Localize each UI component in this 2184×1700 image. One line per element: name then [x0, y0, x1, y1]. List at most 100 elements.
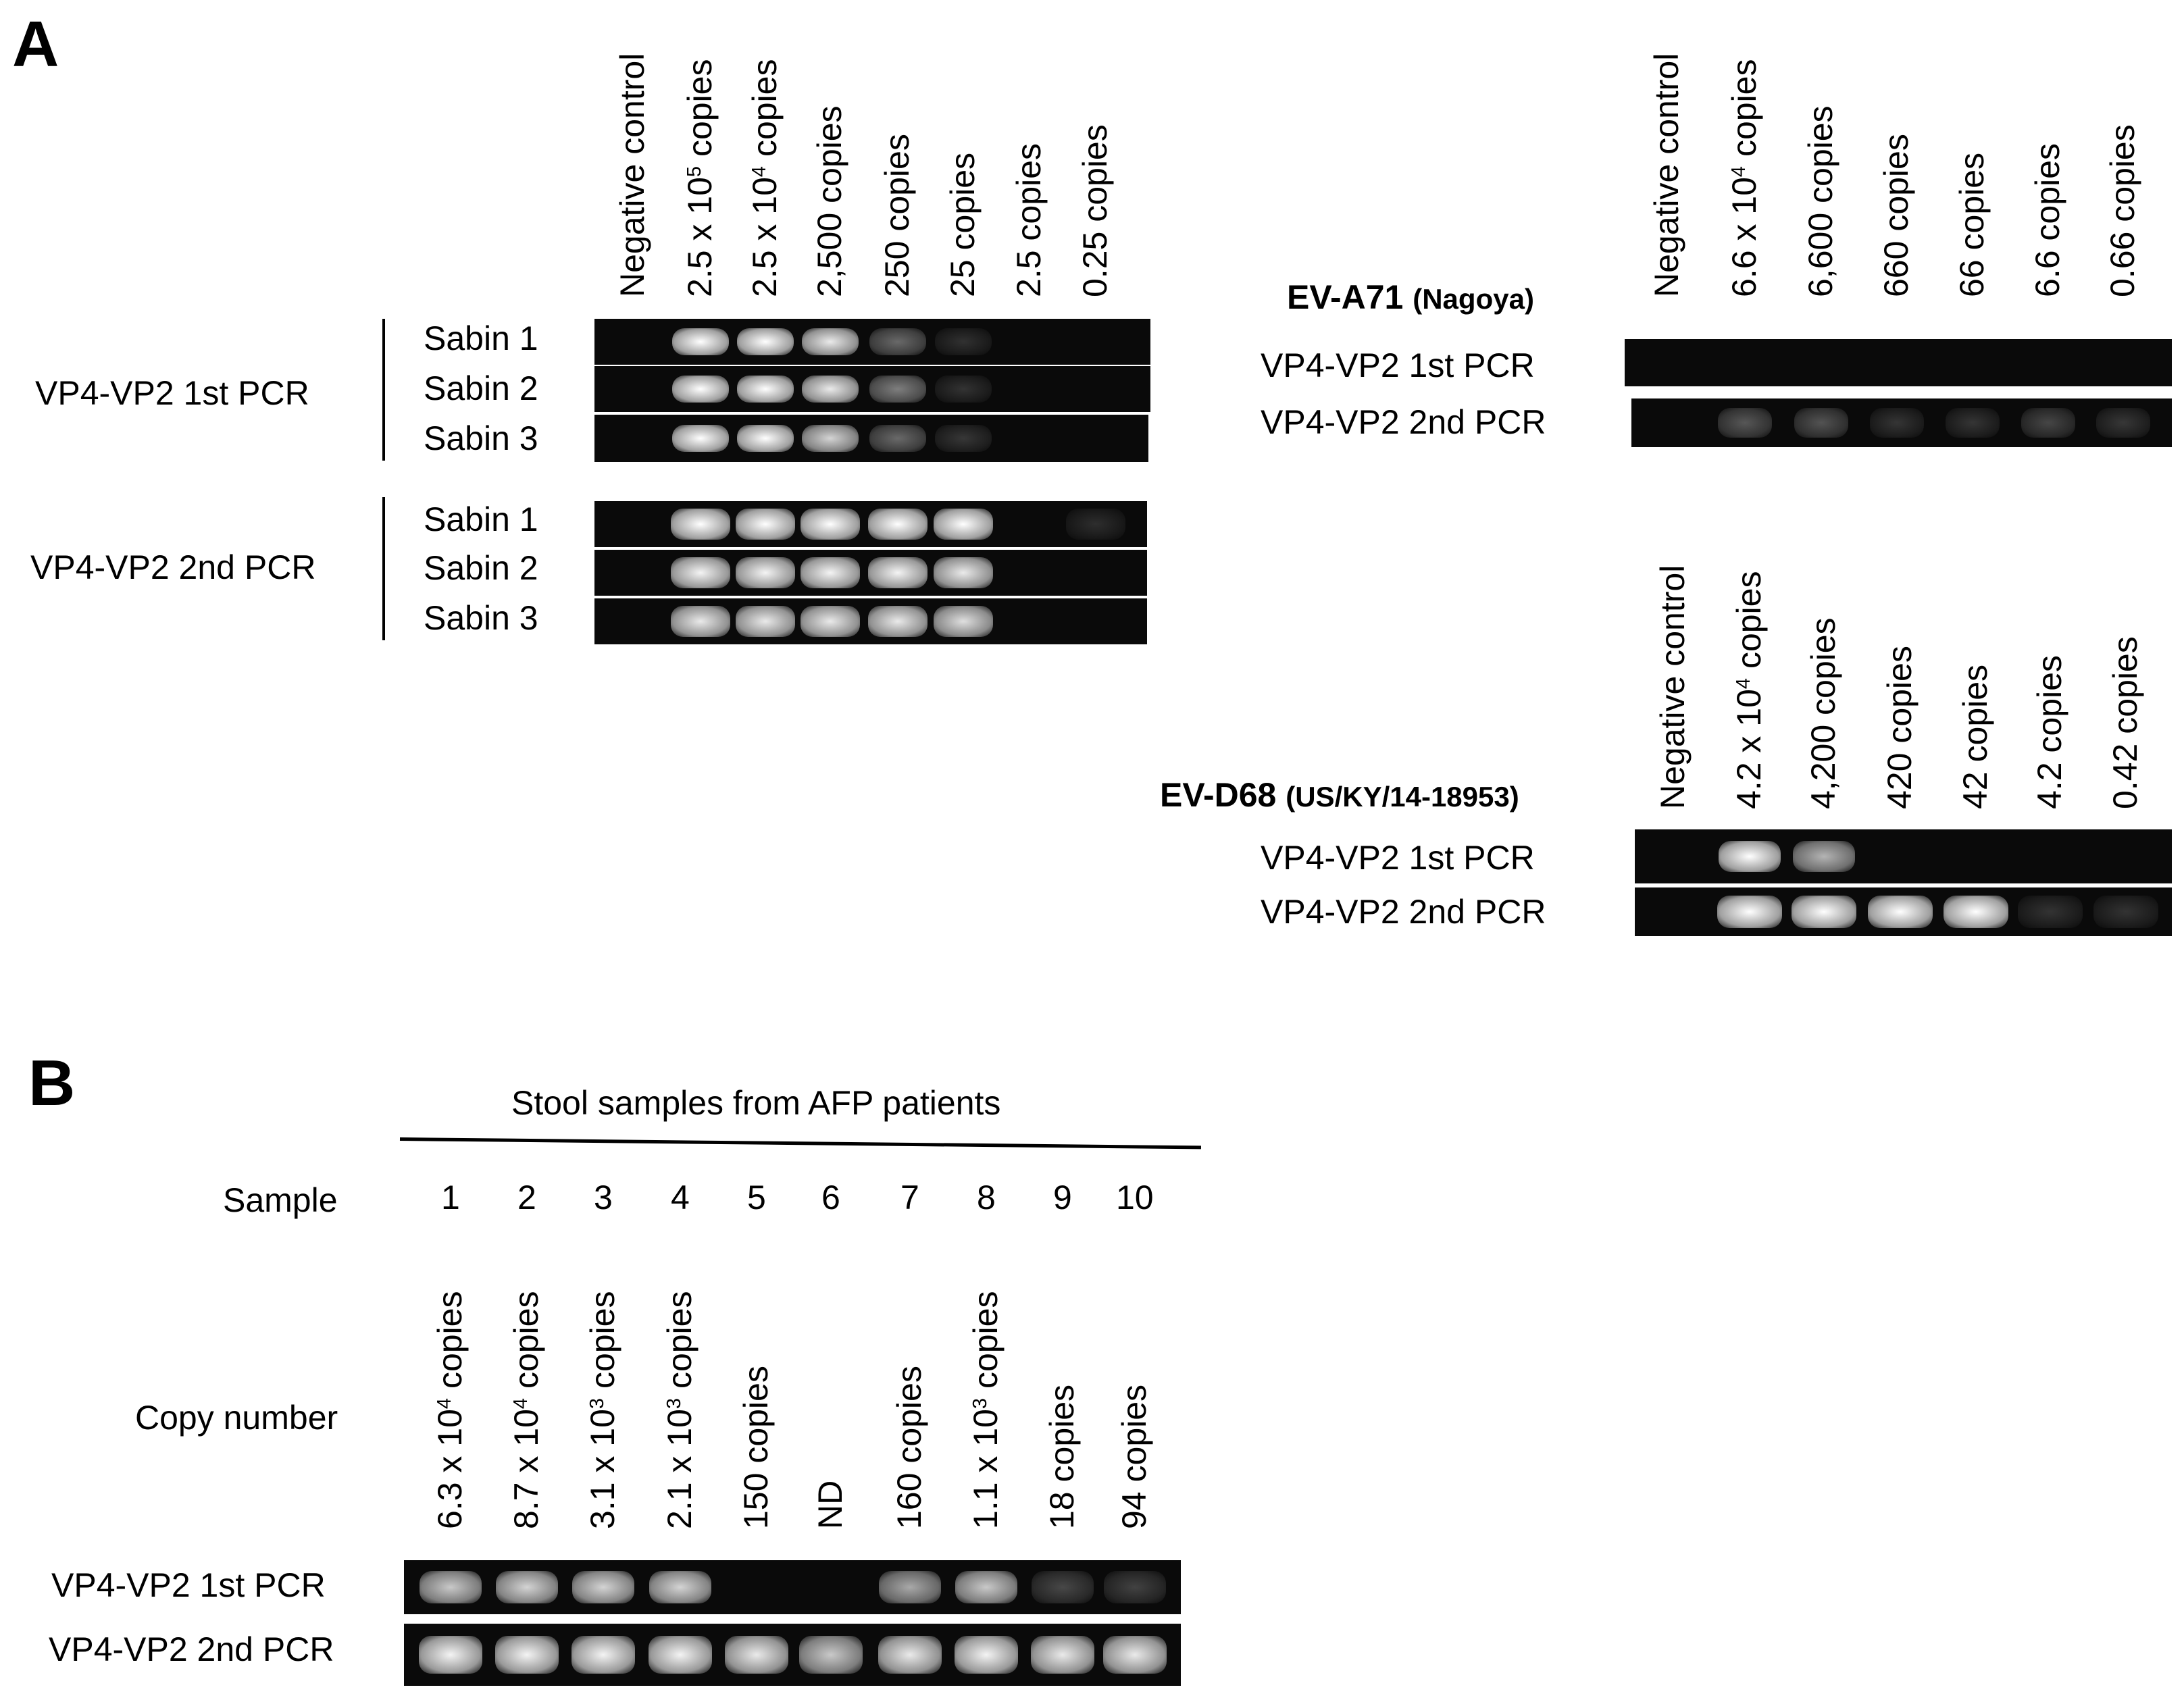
sample-number: 9: [1053, 1179, 1072, 1216]
gel-band: [1793, 841, 1855, 872]
lane-label-text: 2.1 x 10: [661, 1409, 699, 1529]
lane-label: 6,600 copies: [1802, 105, 1839, 297]
lane-label: 2.5 x 105 copies: [681, 59, 719, 297]
lane-label-text: 2.5 x 10: [681, 177, 719, 297]
lane-label: 18 copies: [1043, 1384, 1081, 1529]
lane-label: 420 copies: [1881, 646, 1919, 809]
gel-band: [1066, 509, 1125, 540]
gel-band: [802, 328, 859, 355]
sabin-row-label: Sabin 2: [424, 369, 538, 407]
panel-b-title-rule: [399, 1137, 1201, 1150]
lane-label-text: 0.66 copies: [2104, 124, 2141, 297]
stool-2nd-pcr-label: VP4-VP2 2nd PCR: [49, 1630, 334, 1668]
lane-label-text: 420 copies: [1881, 646, 1919, 809]
ev-a71-2nd-pcr-gel: [1631, 398, 2172, 447]
lane-label-text: 25 copies: [944, 152, 982, 297]
gel-band: [1868, 896, 1933, 928]
gel-band: [736, 557, 795, 588]
gel-band: [955, 1636, 1018, 1674]
lane-label: 150 copies: [737, 1366, 775, 1529]
gel-band: [868, 557, 928, 588]
lane-label-text: 6,600 copies: [1802, 105, 1839, 297]
lane-label: 25 copies: [944, 152, 982, 297]
gel-band: [2093, 896, 2158, 928]
lane-label-suffix: copies: [431, 1291, 469, 1398]
lane-label-exponent: 4: [1728, 165, 1750, 178]
sabin-2nd-pcr-gel-row: [594, 501, 1147, 547]
lane-label-text: 2.5 copies: [1010, 143, 1048, 297]
gel-band: [1944, 896, 2008, 928]
lane-label-text: 94 copies: [1115, 1384, 1153, 1529]
lane-label-text: 4.2 copies: [2031, 655, 2068, 809]
lane-label-suffix: copies: [681, 59, 719, 166]
gel-band: [1718, 408, 1772, 438]
ev-a71-1st-pcr-label: VP4-VP2 1st PCR: [1261, 346, 1535, 384]
lane-label-exponent: 4: [1733, 677, 1755, 690]
sample-number: 1: [441, 1179, 460, 1216]
sabin-1st-pcr-bracket: [382, 319, 385, 461]
lane-label: 0.42 copies: [2106, 636, 2144, 809]
copy-number-label: Copy number: [135, 1399, 338, 1437]
gel-band: [1719, 841, 1781, 872]
ev-d68-2nd-pcr-gel: [1635, 887, 2172, 936]
sample-number: 6: [821, 1179, 840, 1216]
gel-band: [934, 509, 993, 540]
gel-band: [1032, 1571, 1094, 1603]
lane-label-text: 18 copies: [1043, 1384, 1081, 1529]
lane-label-suffix: copies: [746, 59, 784, 166]
gel-band: [935, 328, 992, 355]
lane-label: 2.1 x 103 copies: [661, 1291, 699, 1529]
sample-number: 2: [517, 1179, 536, 1216]
ev-d68-name: EV-D68: [1160, 776, 1277, 814]
gel-band: [869, 376, 926, 403]
gel-band: [879, 1571, 941, 1603]
gel-band: [878, 1636, 942, 1674]
lane-label: Negative control: [613, 53, 651, 297]
gel-band: [869, 425, 926, 452]
gel-band: [935, 425, 992, 452]
lane-label: ND: [811, 1480, 849, 1529]
stool-1st-pcr-gel: [404, 1560, 1181, 1614]
lane-label: 660 copies: [1877, 134, 1915, 297]
gel-band: [496, 1571, 558, 1603]
gel-band: [672, 328, 729, 355]
sample-number: 10: [1116, 1179, 1154, 1216]
gel-band: [737, 425, 794, 452]
panel-b-letter: B: [28, 1047, 76, 1119]
gel-band: [868, 509, 928, 540]
lane-label-suffix: copies: [1725, 59, 1763, 166]
gel-band: [671, 557, 730, 588]
gel-band: [495, 1636, 559, 1674]
lane-label: 160 copies: [890, 1366, 928, 1529]
lane-label-suffix: copies: [1730, 571, 1768, 678]
gel-band: [737, 328, 794, 355]
lane-label-exponent: 3: [663, 1397, 686, 1410]
lane-label-text: 660 copies: [1877, 134, 1915, 297]
gel-band: [1103, 1636, 1167, 1674]
sample-number: 4: [671, 1179, 690, 1216]
gel-band: [935, 376, 992, 403]
lane-label-suffix: copies: [661, 1291, 699, 1398]
sabin-1st-pcr-gel-row: [594, 366, 1150, 412]
gel-band: [737, 376, 794, 403]
lane-label-text: 8.7 x 10: [507, 1409, 545, 1529]
lane-label-text: ND: [811, 1480, 849, 1529]
gel-band: [1717, 896, 1782, 928]
lane-label-text: 42 copies: [1956, 664, 1994, 809]
sabin-row-label: Sabin 3: [424, 599, 538, 637]
gel-band: [799, 1636, 863, 1674]
lane-label: 4,200 copies: [1804, 617, 1842, 809]
lane-label-text: 160 copies: [890, 1366, 928, 1529]
sabin-2nd-pcr-bracket: [382, 497, 385, 640]
lane-label-text: 66 copies: [1953, 152, 1991, 297]
sabin-1st-pcr-gel-row: [594, 319, 1150, 365]
lane-label: 4.2 x 104 copies: [1730, 571, 1768, 809]
gel-band: [868, 606, 928, 637]
ev-a71-title: EV-A71 (Nagoya): [1287, 280, 1534, 314]
gel-band: [1870, 408, 1924, 438]
gel-band: [672, 376, 729, 403]
sabin-2nd-pcr-gel-row: [594, 598, 1147, 644]
sabin-row-label: Sabin 1: [424, 319, 538, 357]
gel-band: [802, 376, 859, 403]
ev-d68-title: EV-D68 (US/KY/14-18953): [1160, 778, 1519, 812]
